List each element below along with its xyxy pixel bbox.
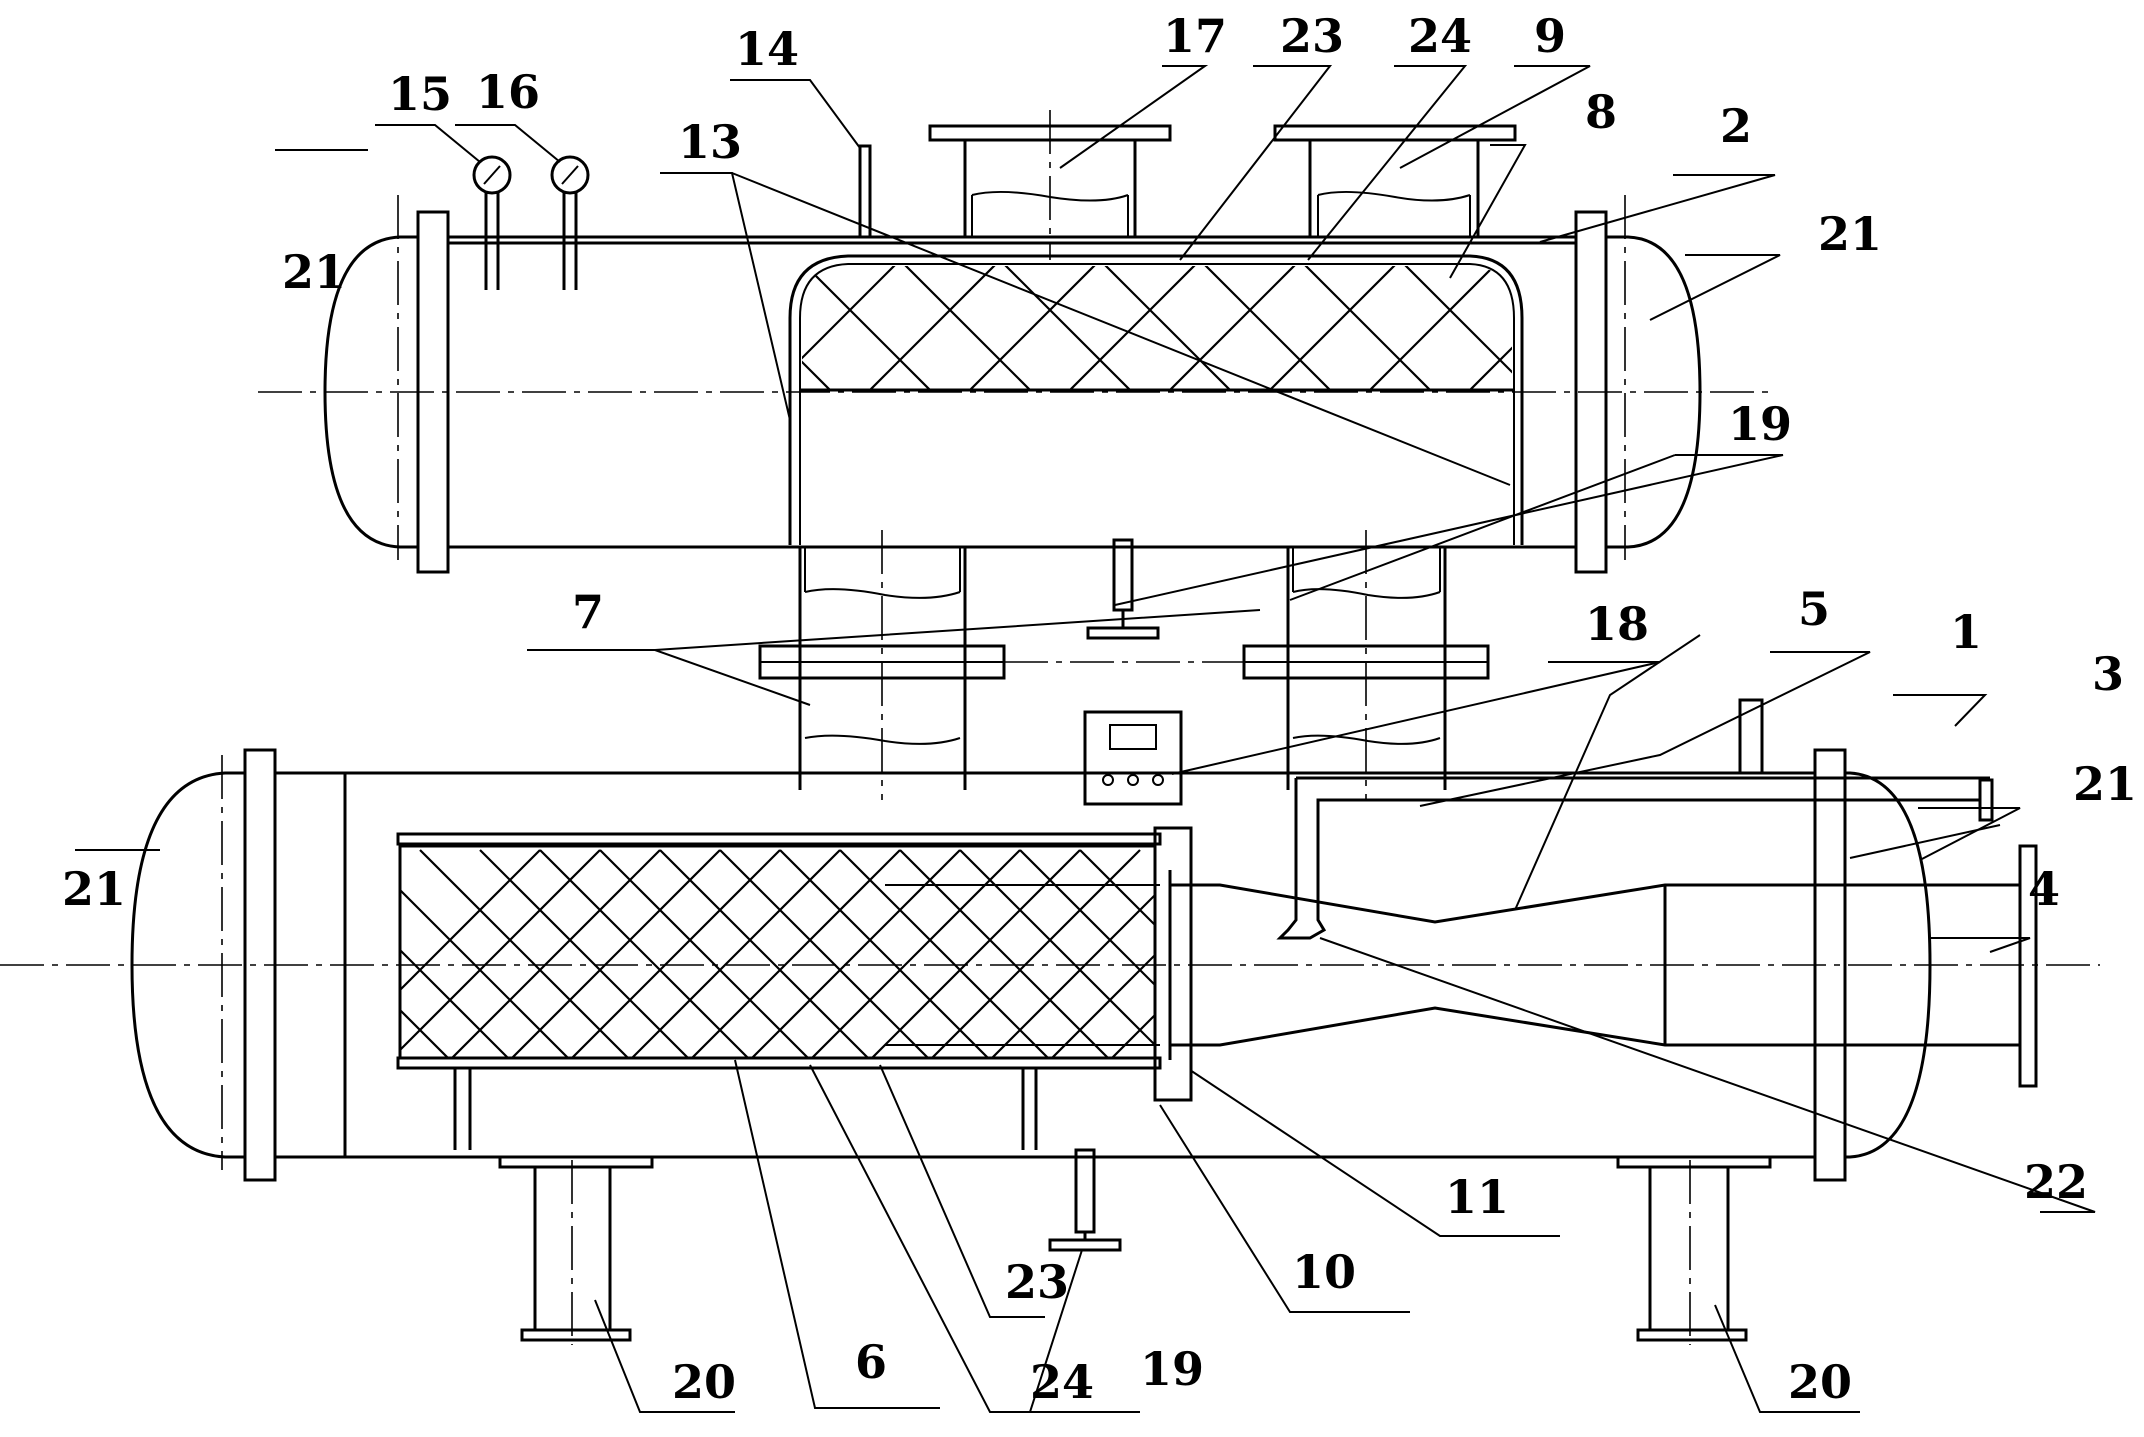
label-21-lower-left: 21 — [62, 862, 126, 916]
label-8: 8 — [1585, 85, 1617, 139]
connecting-nozzles-7 — [758, 530, 1490, 800]
label-4: 4 — [2028, 862, 2060, 916]
inlet-flange-4 — [2018, 844, 2038, 1088]
top-nozzle-17 — [928, 110, 1172, 260]
label-14: 14 — [735, 22, 799, 76]
label-22: 22 — [2024, 1155, 2088, 1209]
basket-flange-10 — [1153, 826, 1193, 1102]
demister-housing-13 — [788, 254, 1524, 545]
temperature-gauge-16 — [550, 155, 590, 290]
upper-vessel — [258, 110, 1770, 574]
label-19-upper: 19 — [1728, 397, 1792, 451]
label-5: 5 — [1798, 582, 1830, 636]
label-7: 7 — [572, 585, 604, 639]
label-10: 10 — [1292, 1245, 1356, 1299]
upper-shell-2 — [448, 235, 1576, 549]
leader-lines — [75, 65, 2096, 1413]
label-19-lower: 19 — [1140, 1342, 1204, 1396]
label-6: 6 — [855, 1335, 887, 1389]
top-nozzle-9 — [1273, 124, 1517, 237]
label-23-upper: 23 — [1280, 9, 1344, 63]
label-16: 16 — [476, 65, 540, 119]
lower-vessel — [0, 698, 2100, 1345]
label-1: 1 — [1950, 605, 1982, 659]
label-2: 2 — [1720, 99, 1752, 153]
pipe-3 — [1978, 778, 1994, 822]
vent-1 — [1738, 698, 1764, 775]
label-20-left: 20 — [672, 1355, 736, 1409]
pressure-gauge-15 — [472, 155, 512, 290]
wire-mesh-pad-8 — [802, 266, 1512, 390]
label-15: 15 — [388, 67, 452, 121]
part-labels: 1 2 3 4 5 6 7 8 9 10 11 13 14 15 16 17 1… — [62, 9, 2137, 1409]
label-9: 9 — [1534, 9, 1566, 63]
venturi-inlet-5 — [1170, 883, 2020, 1047]
label-20-right: 20 — [1788, 1355, 1852, 1409]
drain-valve-19-upper — [1086, 538, 1160, 640]
controller-box-18 — [1083, 710, 1183, 806]
label-13: 13 — [678, 115, 742, 169]
label-18: 18 — [1585, 597, 1649, 651]
label-3: 3 — [2092, 647, 2124, 701]
label-23-lower: 23 — [1005, 1255, 1069, 1309]
label-24-upper: 24 — [1408, 9, 1472, 63]
support-leg-20-left — [498, 1155, 654, 1345]
label-11: 11 — [1445, 1170, 1509, 1224]
vent-pipe-14 — [858, 144, 872, 239]
label-21-upper-left: 21 — [282, 245, 346, 299]
inner-pipe-22 — [1276, 776, 1990, 940]
label-17: 17 — [1163, 9, 1227, 63]
filter-mesh-6 — [400, 849, 1155, 1058]
label-21-lower-right: 21 — [2073, 757, 2137, 811]
label-21-upper-right: 21 — [1818, 207, 1882, 261]
drain-valve-19-lower — [1048, 1148, 1122, 1252]
support-leg-20-right — [1616, 1155, 1772, 1345]
label-24-lower: 24 — [1030, 1355, 1094, 1409]
